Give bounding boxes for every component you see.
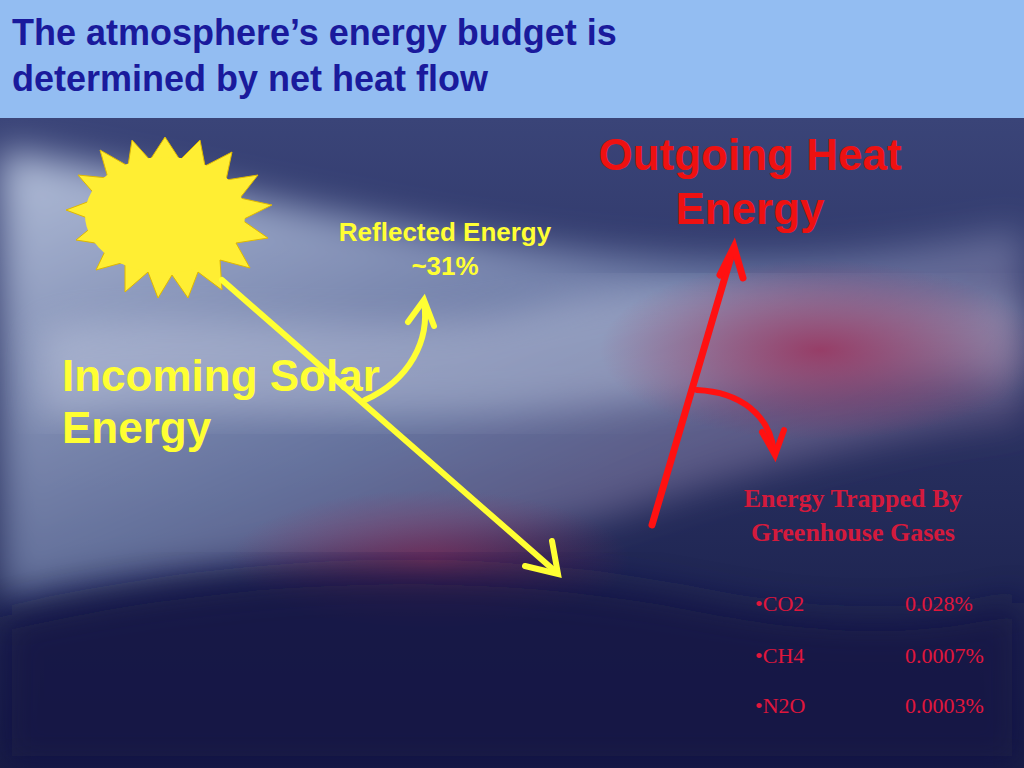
reflected-percent: ~31% <box>345 250 545 282</box>
outgoing-arrow <box>652 247 743 525</box>
sun-rays <box>66 137 272 298</box>
gas-value: 0.028% <box>905 590 973 618</box>
gas-value: 0.0007% <box>905 642 984 670</box>
gas-name: •N2O <box>755 692 805 720</box>
trapped-label: Energy Trapped By Greenhouse Gases <box>688 482 1018 550</box>
slide-title: The atmosphere’s energy budget is determ… <box>12 10 812 102</box>
dark-horizon <box>0 572 1024 768</box>
space-ground <box>0 118 1024 768</box>
trapped-arrow <box>697 390 784 455</box>
gas-name: •CH4 <box>755 642 804 670</box>
incoming-arrow <box>222 280 558 574</box>
title-bar <box>0 0 1024 118</box>
gas-name: •CO2 <box>755 590 804 618</box>
incoming-label: Incoming Solar Energy <box>62 350 392 454</box>
outgoing-label: Outgoing Heat Energy <box>595 128 905 236</box>
sun-disc <box>85 157 245 273</box>
gas-value: 0.0003% <box>905 692 984 720</box>
reflected-label: Reflected Energy <box>295 216 595 248</box>
red-glow <box>600 260 1024 440</box>
